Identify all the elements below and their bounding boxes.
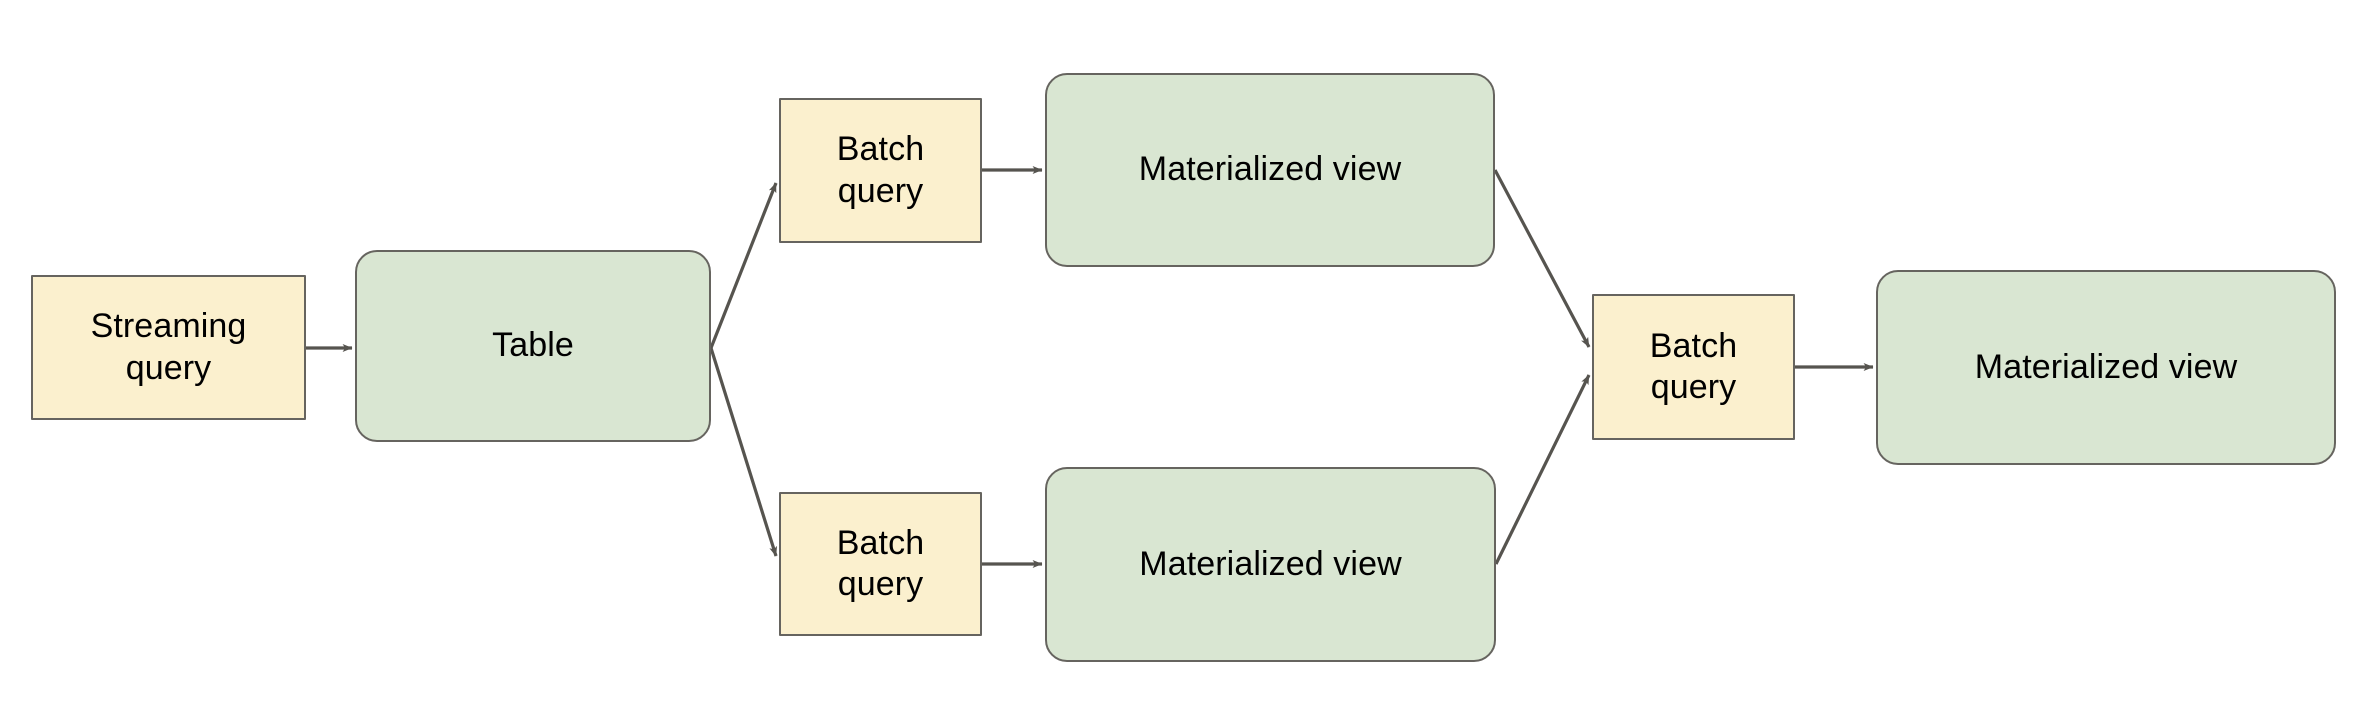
node-batch-query-center[interactable]: Batch query	[1592, 294, 1795, 440]
node-materialized-view-bottom[interactable]: Materialized view	[1045, 467, 1496, 662]
node-table[interactable]: Table	[355, 250, 711, 442]
node-label: Materialized view	[1974, 347, 2238, 386]
edge-table-to-batch-bottom	[709, 347, 778, 557]
edge-mv-top-to-batch-center	[1493, 169, 1591, 348]
node-label: Streaming query	[90, 307, 247, 387]
node-label: Materialized view	[1139, 544, 1402, 583]
node-label: Batch query	[1649, 326, 1738, 406]
edge-mv-bottom-to-batch-center	[1494, 374, 1591, 565]
node-label: Batch query	[836, 523, 925, 603]
node-materialized-view-top[interactable]: Materialized view	[1045, 73, 1495, 267]
node-batch-query-bottom[interactable]: Batch query	[779, 492, 982, 636]
node-streaming-query[interactable]: Streaming query	[31, 275, 306, 420]
node-batch-query-top[interactable]: Batch query	[779, 98, 982, 243]
node-label: Materialized view	[1138, 150, 1402, 189]
node-label: Table	[492, 326, 574, 365]
edge-table-to-batch-top	[709, 182, 778, 349]
node-materialized-view-right[interactable]: Materialized view	[1876, 270, 2336, 465]
node-label: Batch query	[836, 130, 925, 210]
